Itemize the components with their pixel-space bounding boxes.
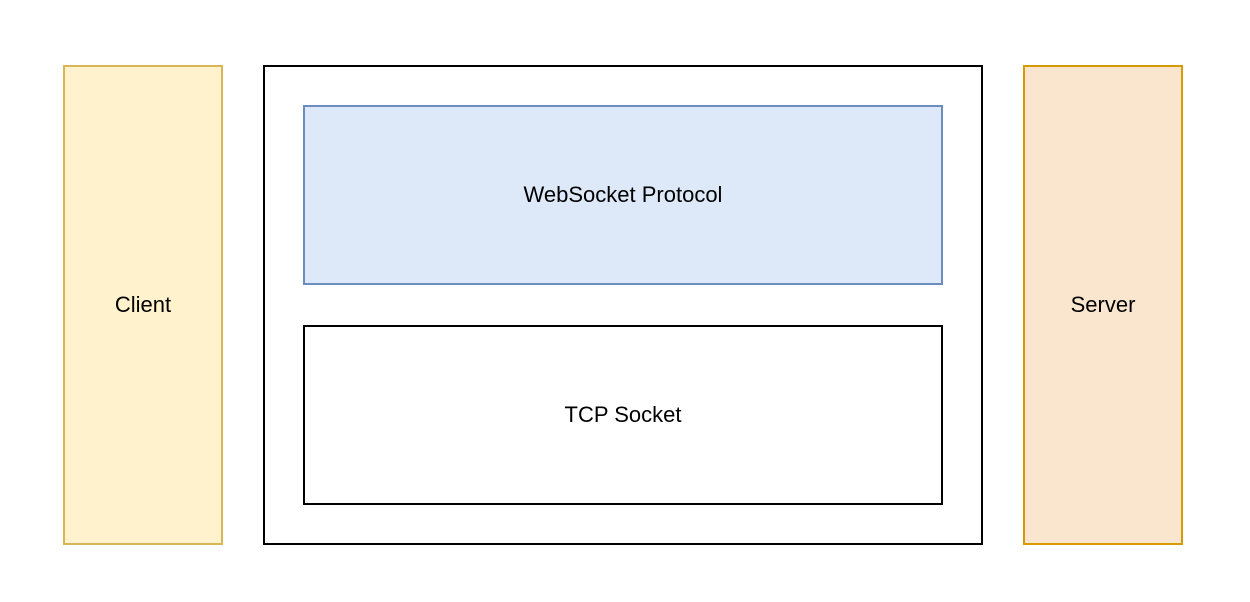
tcp-socket-label: TCP Socket bbox=[564, 401, 682, 427]
server-label: Server bbox=[1070, 291, 1136, 317]
tcp-socket-box: TCP Socket bbox=[303, 325, 943, 505]
client-label: Client bbox=[114, 291, 172, 317]
client-box: Client bbox=[63, 65, 223, 545]
server-box: Server bbox=[1023, 65, 1183, 545]
websocket-protocol-box: WebSocket Protocol bbox=[303, 105, 943, 285]
websocket-protocol-label: WebSocket Protocol bbox=[523, 181, 723, 207]
